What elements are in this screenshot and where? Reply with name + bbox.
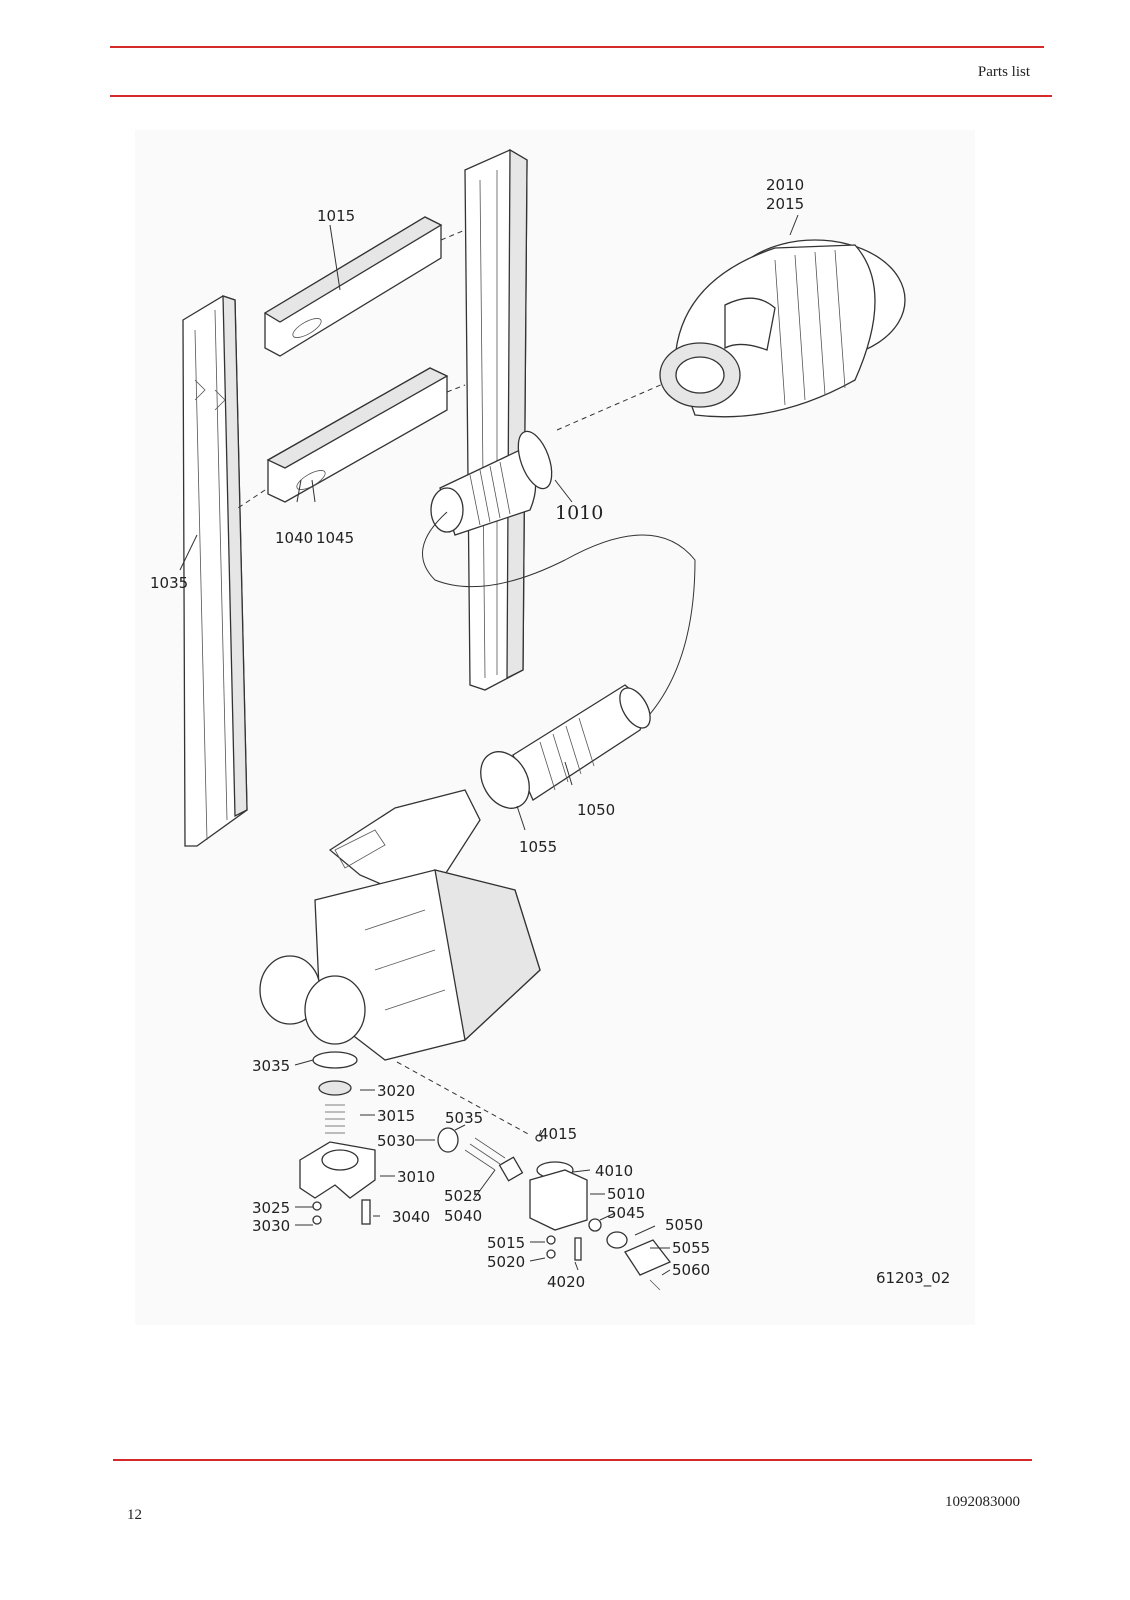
lower-beam-part xyxy=(266,367,449,503)
callout-5010: 5010 xyxy=(607,1185,645,1203)
callout-3030: 3030 xyxy=(252,1217,290,1235)
callout-2010: 2010 xyxy=(766,176,804,194)
callout-2015: 2015 xyxy=(766,195,804,213)
assembly-line-filter xyxy=(556,369,696,431)
drawing-canvas: 1015 2010 2015 1010 1040 1045 1035 1050 … xyxy=(150,148,950,1291)
callout-5050: 5050 xyxy=(665,1216,703,1234)
callout-5055: 5055 xyxy=(672,1239,710,1257)
callout-5040: 5040 xyxy=(444,1207,482,1225)
callout-5060: 5060 xyxy=(672,1261,710,1279)
callout-5045: 5045 xyxy=(607,1204,645,1222)
callout-1010: 1010 xyxy=(555,502,603,524)
callout-4010: 4010 xyxy=(595,1162,633,1180)
header-title: Parts list xyxy=(977,64,1030,80)
engine-block-part xyxy=(259,789,541,1061)
valve-assembly-right-part xyxy=(437,1127,672,1291)
callout-1035: 1035 xyxy=(150,574,188,592)
leader-lines xyxy=(179,214,799,1276)
connecting-cable xyxy=(422,511,696,726)
callout-1040: 1040 xyxy=(275,529,313,547)
valve-assembly-left-part xyxy=(299,1051,376,1225)
intake-hose-lower-part xyxy=(480,684,651,809)
upper-beam-part xyxy=(263,216,443,357)
drawing-id: 61203_02 xyxy=(876,1269,950,1288)
page-number: 12 xyxy=(127,1507,142,1523)
callout-1045: 1045 xyxy=(316,529,354,547)
assembly-line-valve xyxy=(396,1061,531,1136)
document-number: 1092083000 xyxy=(945,1494,1020,1510)
left-rail-part xyxy=(182,295,248,847)
callout-5035: 5035 xyxy=(445,1109,483,1127)
callout-1055: 1055 xyxy=(519,838,557,856)
callout-3040: 3040 xyxy=(392,1208,430,1226)
callout-5025: 5025 xyxy=(444,1187,482,1205)
callout-5020: 5020 xyxy=(487,1253,525,1271)
right-rail-part xyxy=(464,148,528,691)
callout-3010: 3010 xyxy=(397,1168,435,1186)
callout-1050: 1050 xyxy=(577,801,615,819)
exploded-parts-drawing: 1015 2010 2015 1010 1040 1045 1035 1050 … xyxy=(135,130,975,1325)
callout-5030: 5030 xyxy=(377,1132,415,1150)
callout-1015: 1015 xyxy=(317,207,355,225)
assembly-line-lower xyxy=(234,384,466,511)
callout-3015: 3015 xyxy=(377,1107,415,1125)
header-rule-top xyxy=(110,46,1044,48)
footer-rule xyxy=(113,1459,1032,1461)
air-filter-part xyxy=(659,239,906,418)
callout-3020: 3020 xyxy=(377,1082,415,1100)
callout-5015: 5015 xyxy=(487,1234,525,1252)
callout-4020: 4020 xyxy=(547,1273,585,1291)
header-rule-bottom xyxy=(110,95,1052,97)
assembly-line-upper xyxy=(440,229,466,241)
callout-4015: 4015 xyxy=(539,1125,577,1143)
callout-3035: 3035 xyxy=(252,1057,290,1075)
callout-3025: 3025 xyxy=(252,1199,290,1217)
intake-hose-upper-part xyxy=(430,430,553,536)
